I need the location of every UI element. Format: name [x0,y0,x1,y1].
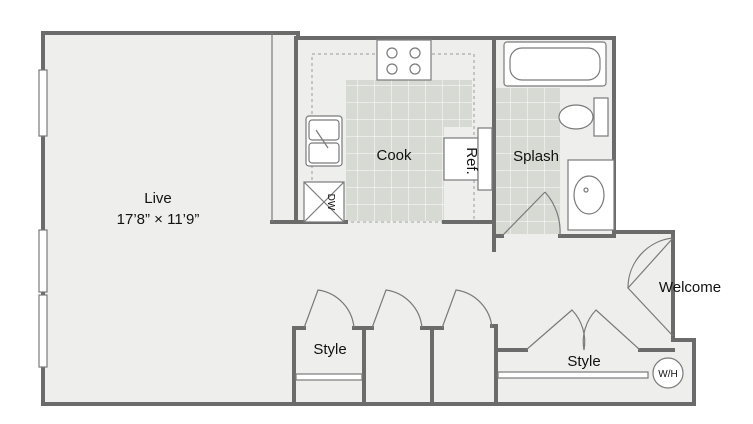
refrigerator-label: Ref. [463,147,480,175]
kitchen-tile-floor [346,80,444,222]
dishwasher-label: DW [325,194,336,211]
stove [376,39,432,81]
closet-shelves [295,371,649,381]
refrigerator: Ref. [443,127,493,191]
room-label-style-left: Style [313,341,346,358]
room-label-splash: Splash [513,148,559,165]
windows-left [38,69,48,368]
room-label-style-right: Style [567,353,600,370]
bath-walls [492,36,616,252]
water-heater-label: W/H [658,369,677,380]
closet-walls [292,324,675,406]
room-label-cook: Cook [376,147,412,164]
dishwasher: DW [303,181,345,223]
kitchen-sink [305,115,343,167]
kitchen-tile-floor-2 [444,80,472,127]
water-heater: W/H [652,357,684,389]
room-label-live: Live [144,190,172,207]
toilet [558,97,609,137]
bath-vanity [567,159,615,231]
room-dimensions-live: 17’8” × 11’9” [117,211,200,228]
door-swings [303,191,674,351]
bathtub [503,41,607,87]
room-label-welcome: Welcome [659,279,721,296]
